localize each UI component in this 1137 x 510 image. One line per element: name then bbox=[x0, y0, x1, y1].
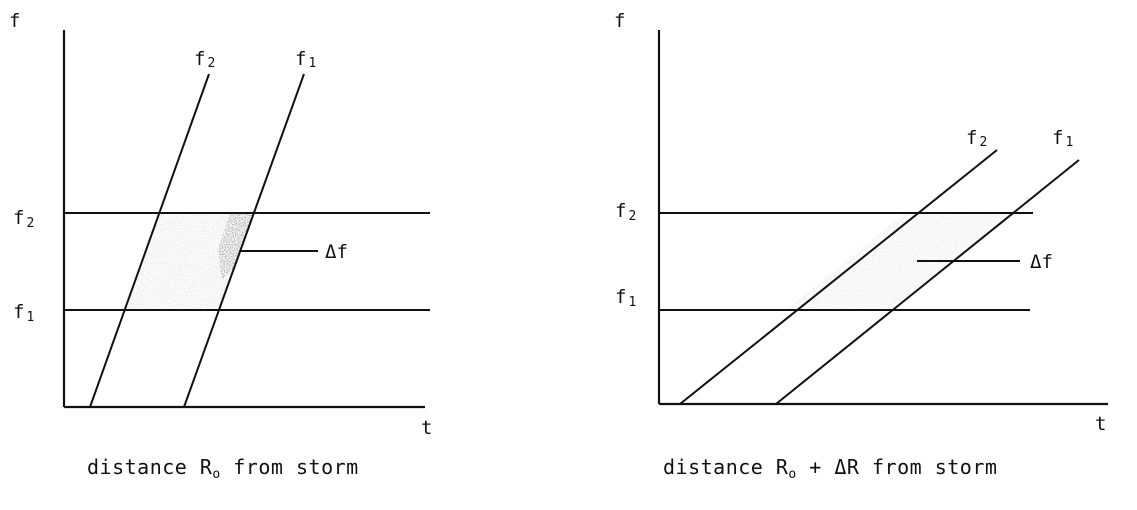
left-delta-label: Δf bbox=[325, 241, 348, 263]
left-dark-shading bbox=[218, 213, 254, 280]
left-caption: distance Ro from storm bbox=[87, 455, 359, 482]
right-x-axis-label: t bbox=[1095, 413, 1106, 435]
left-line-f2 bbox=[89, 73, 210, 408]
right-caption: distance Ro + ΔR from storm bbox=[663, 455, 997, 482]
right-shaded-region bbox=[786, 213, 1017, 310]
left-x-axis-label: t bbox=[421, 417, 432, 439]
left-shaded-region bbox=[122, 213, 254, 310]
right-delta-label: Δf bbox=[1030, 251, 1053, 273]
left-line-f1 bbox=[183, 73, 305, 408]
right-y-axis-label: f bbox=[614, 10, 625, 32]
right-line-f2 bbox=[679, 149, 998, 405]
left-y-axis-label: f bbox=[9, 10, 20, 32]
right-line-f1 bbox=[775, 159, 1080, 405]
